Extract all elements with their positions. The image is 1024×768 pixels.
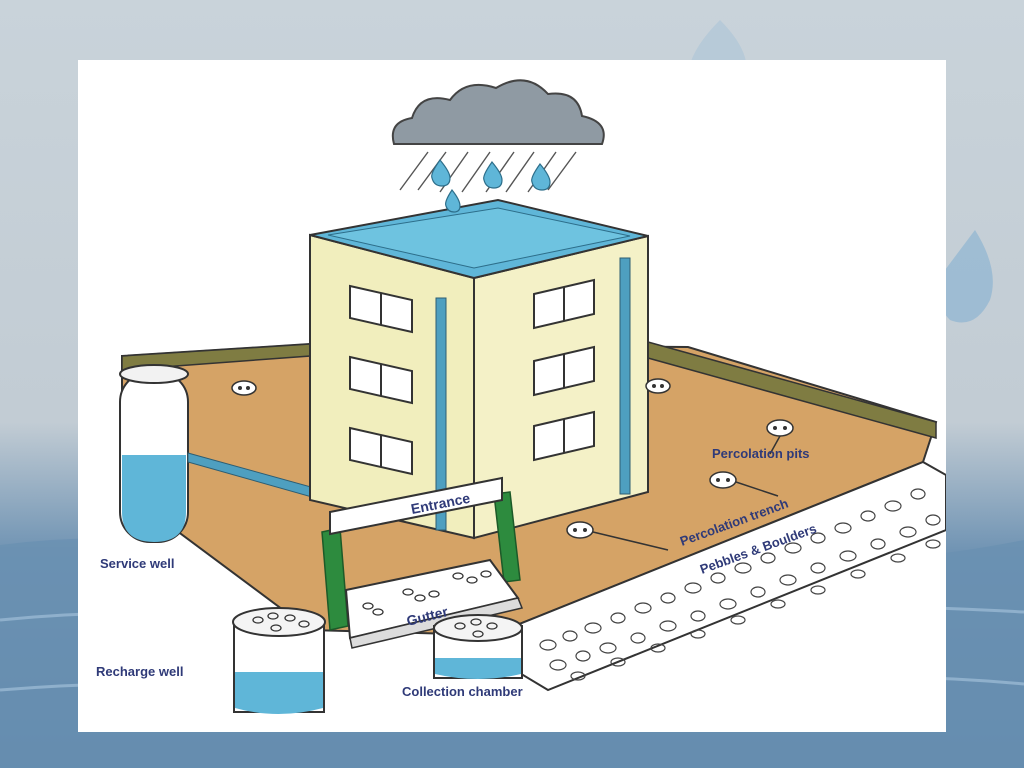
entrance-sign <box>329 476 503 536</box>
pit-trench-lines <box>592 435 781 551</box>
collection-chamber <box>433 614 523 679</box>
downpipe-front <box>435 297 447 531</box>
percolation-pits-label: Percolation pits <box>712 446 810 461</box>
raindrop-icon <box>531 163 551 191</box>
raindrop-icon <box>445 188 461 213</box>
percolation-pit <box>709 471 737 489</box>
recharge-well-label: Recharge well <box>96 664 183 679</box>
raindrop-icon <box>483 161 503 189</box>
recharge-well <box>232 607 326 714</box>
percolation-pit <box>566 521 594 539</box>
raindrop-icon <box>431 159 451 187</box>
percolation-pit <box>766 419 794 437</box>
building <box>309 198 649 540</box>
percolation-pit <box>231 380 257 396</box>
rain-cloud-icon <box>391 79 605 145</box>
service-well-label: Service well <box>100 556 174 571</box>
downpipe-side <box>619 257 631 495</box>
service-well <box>119 364 189 543</box>
percolation-pit <box>645 378 671 394</box>
diagram-panel: Entrance Gutter Service well Recharge we… <box>78 60 946 732</box>
collection-chamber-label: Collection chamber <box>402 684 523 699</box>
rainwater-harvesting-diagram: Entrance Gutter Service well Recharge we… <box>96 79 946 714</box>
entrance-gate <box>321 476 521 631</box>
